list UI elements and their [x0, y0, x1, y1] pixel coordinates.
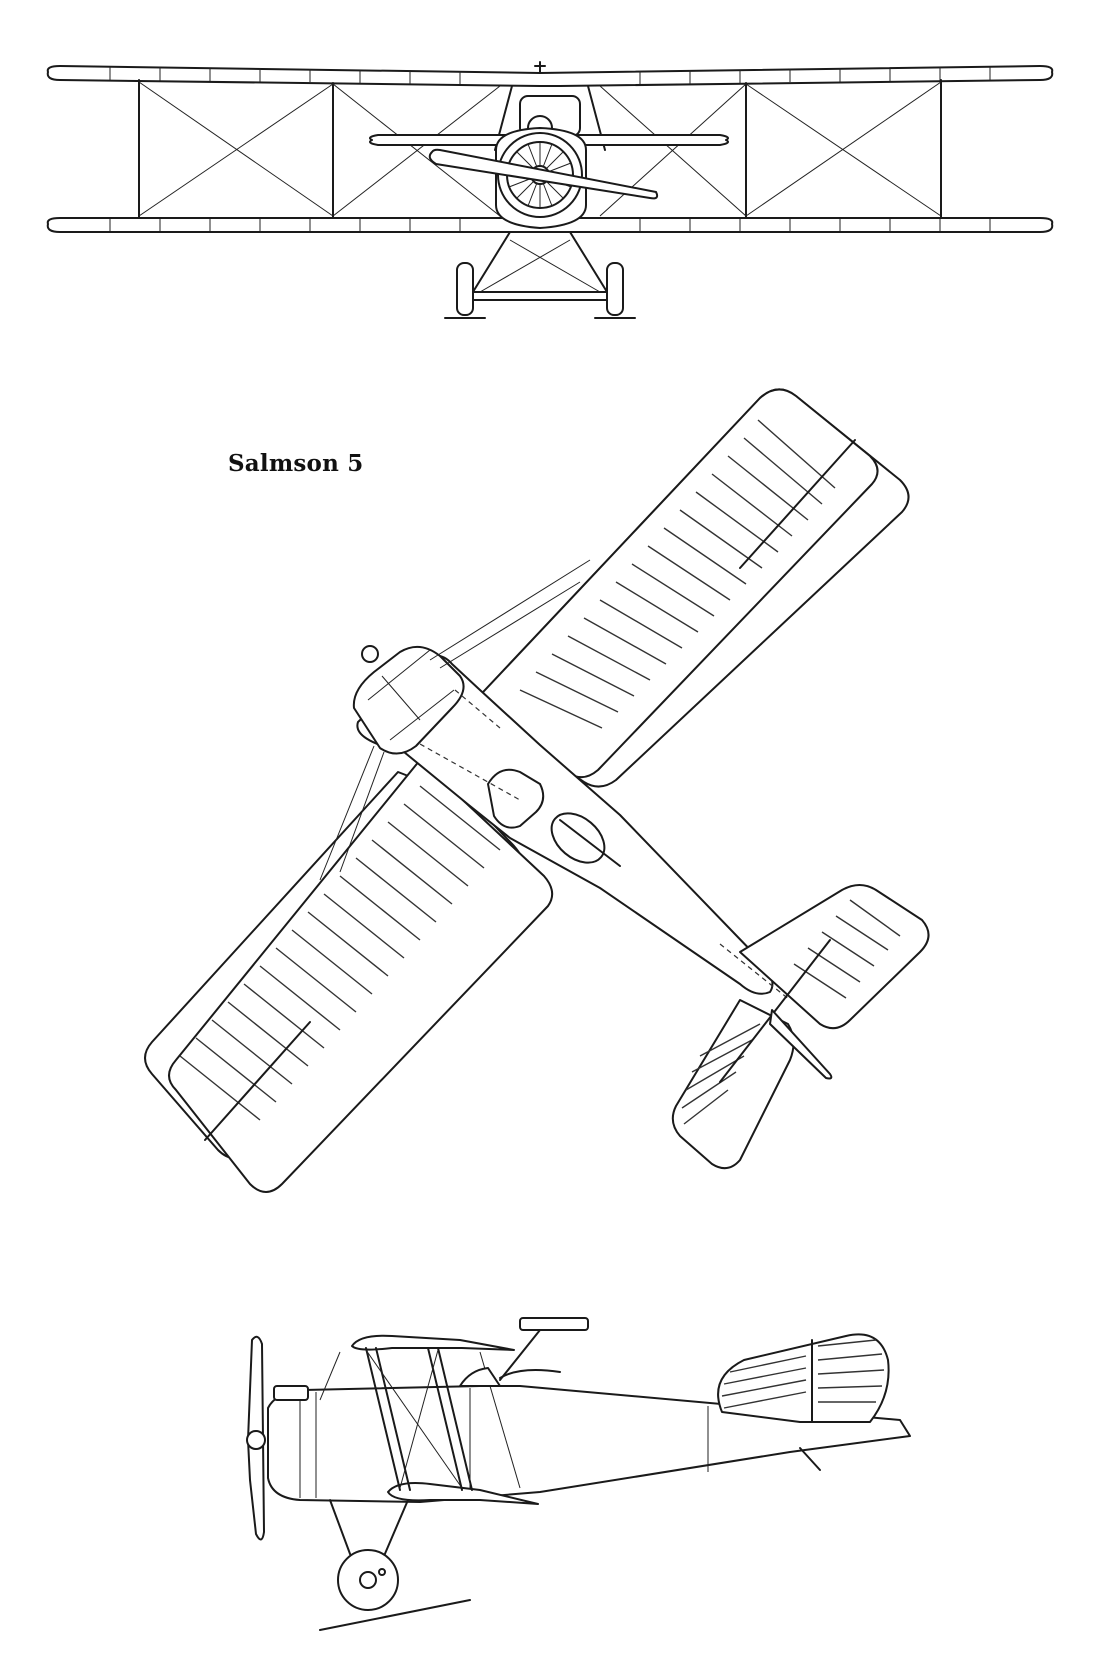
side-engine-cylinder	[273, 1385, 309, 1401]
top-elevator-hinge	[719, 939, 831, 1083]
side-gun-ring	[499, 1369, 561, 1379]
top-propeller-spinner	[361, 645, 379, 663]
side-propeller-hub	[246, 1430, 266, 1450]
side-view-drawing	[246, 1317, 911, 1631]
side-wheel-hub	[359, 1571, 377, 1589]
top-right-wing-ribs	[519, 419, 836, 729]
side-view	[0, 1300, 1100, 1662]
front-view	[0, 0, 1100, 340]
top-tailplane-ribs	[681, 899, 901, 1125]
front-undercarriage-struts	[467, 231, 613, 301]
top-hidden-spar-line	[419, 743, 521, 801]
top-hidden-cabane-line	[454, 689, 501, 729]
side-upper-wing	[351, 1334, 515, 1351]
top-engine-cowling	[352, 645, 465, 755]
top-right-aileron-hinge	[739, 439, 856, 569]
front-upper-wing	[46, 65, 1054, 87]
side-gun-mount	[499, 1329, 541, 1381]
front-view-drawing	[46, 61, 1054, 319]
side-tailskid	[799, 1447, 821, 1471]
front-left-wheel	[456, 262, 474, 316]
top-hidden-tail-line	[719, 943, 791, 1001]
side-fin-ribs	[721, 1339, 885, 1409]
top-observer-gun	[559, 819, 621, 867]
top-observer-cockpit	[550, 812, 606, 864]
side-pilot-cockpit	[459, 1367, 501, 1387]
side-fin-rudder	[717, 1333, 890, 1423]
top-lower-left-wing	[168, 759, 554, 1193]
front-undercarriage-bracing	[479, 239, 601, 293]
top-rigging-wires	[319, 559, 591, 881]
top-view-drawing	[144, 388, 930, 1193]
top-left-wing-ribs	[179, 785, 501, 1121]
top-lower-right-wing	[469, 388, 879, 779]
drawing-title: Salmson 5	[228, 450, 364, 477]
front-right-wheel	[606, 262, 624, 316]
side-ground-line	[319, 1599, 471, 1631]
front-upper-wing-ribs	[109, 67, 991, 84]
top-pilot-cockpit	[487, 768, 545, 829]
front-propeller	[428, 148, 659, 200]
top-view	[0, 370, 1100, 1260]
side-observer-gun	[519, 1317, 589, 1331]
top-left-aileron-hinge	[204, 1021, 311, 1141]
front-lower-wing-ribs	[109, 219, 991, 231]
front-interplane-struts	[138, 79, 942, 219]
top-rudder	[769, 1009, 833, 1080]
top-right-tailplane	[739, 884, 930, 1030]
side-wheel-valve	[378, 1568, 386, 1576]
top-cowling-details	[367, 649, 455, 741]
